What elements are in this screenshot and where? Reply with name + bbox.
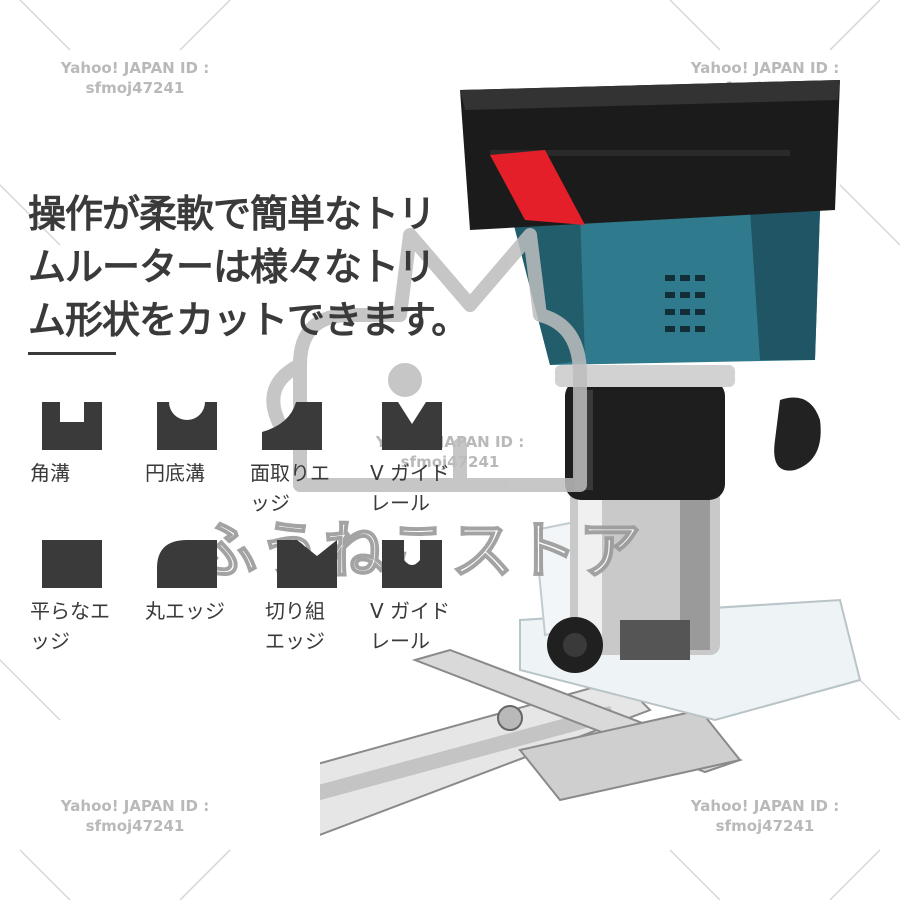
chamfer-edge-icon: [262, 402, 322, 450]
cut-chamfer-edge: 面取りエ ッジ: [250, 402, 370, 518]
battery-latch: [490, 150, 585, 225]
flat-edge-icon: [42, 540, 102, 588]
cut-label: 円底溝: [145, 461, 205, 485]
watermark-label: Yahoo! JAPAN ID :: [60, 59, 210, 77]
watermark-label: Yahoo! JAPAN ID :: [690, 797, 840, 815]
cut-label: V ガイド レール: [370, 599, 451, 653]
wing-nut: [497, 705, 523, 731]
edge-guide: [320, 648, 743, 836]
watermark-id: sfmoj47241: [85, 817, 185, 835]
round-groove-icon: [157, 402, 217, 450]
watermark-label: Yahoo! JAPAN ID :: [690, 59, 840, 77]
watermark-top-left: Yahoo! JAPAN ID : sfmoj47241: [40, 58, 230, 98]
cut-square-groove: 角溝: [30, 402, 150, 488]
cut-flat-edge: 平らなエ ッジ: [30, 540, 150, 656]
v-rail-icon: [382, 540, 442, 588]
watermark-id: sfmoj47241: [400, 453, 500, 471]
headline-underline: [28, 352, 116, 355]
cut-v-rail: V ガイド レール: [370, 540, 490, 656]
headline: 操作が柔軟で簡単なトリ ムルーターは様々なトリ ム形状をカットできます。: [28, 188, 498, 347]
bevel-edge-icon: [277, 540, 337, 588]
headline-line-1: 操作が柔軟で簡単なトリ: [28, 192, 436, 236]
square-groove-icon: [42, 402, 102, 450]
cut-bevel-edge: 切り組 エッジ: [265, 540, 385, 656]
headline-line-2: ムルーターは様々なトリ: [28, 245, 436, 289]
cut-round-edge: 丸エッジ: [145, 540, 265, 626]
cut-label: 面取りエ ッジ: [250, 461, 330, 515]
cut-label: 平らなエ ッジ: [30, 599, 110, 653]
watermark-id: sfmoj47241: [715, 817, 815, 835]
cut-label: 角溝: [30, 461, 70, 485]
watermark-id: sfmoj47241: [85, 79, 185, 97]
round-edge-icon: [157, 540, 217, 588]
store-logo-watermark: [266, 228, 587, 492]
v-groove-icon: [382, 402, 442, 450]
cut-label: V ガイド レール: [370, 461, 451, 515]
cut-label: 切り組 エッジ: [265, 599, 325, 653]
cut-round-groove: 円底溝: [145, 402, 265, 488]
cut-v-groove: V ガイド レール: [370, 402, 490, 518]
collar-ring: [555, 365, 735, 387]
watermark-bottom-left: Yahoo! JAPAN ID : sfmoj47241: [40, 796, 230, 836]
watermark-label: Yahoo! JAPAN ID :: [60, 797, 210, 815]
headline-line-3: ム形状をカットできます。: [28, 298, 469, 342]
watermark-bottom-right: Yahoo! JAPAN ID : sfmoj47241: [670, 796, 860, 836]
cut-label: 丸エッジ: [145, 599, 225, 623]
